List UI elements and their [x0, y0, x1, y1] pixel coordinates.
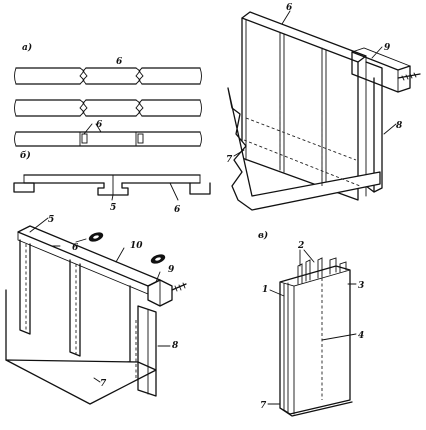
callout-5-bl: 5 [48, 215, 54, 225]
panel-a-board-profiles: a) 6 [14, 42, 202, 147]
callout-5-b: 5 [110, 203, 116, 213]
panel-v-label: в) [258, 230, 268, 241]
callout-9-tr: 9 [384, 43, 391, 53]
callout-6-bl: 6 [72, 243, 79, 253]
callout-4-v: 4 [358, 331, 364, 341]
callout-7-v: 7 [260, 401, 267, 411]
callout-6-tr: 6 [286, 3, 293, 13]
callout-3-v: 3 [358, 281, 364, 291]
panel-top-right-assembly: 6 9 8 7 [226, 3, 421, 211]
panel-bottom-left-assembly: 5 6 10 9 8 7 [5, 215, 187, 405]
callout-7-bl: 7 [100, 379, 107, 389]
panel-v-folded-stack: в) 2 1 3 4 7 [258, 230, 364, 417]
panel-b-board-section: б) 5 6 [13, 150, 211, 215]
callout-6-a-top: 6 [116, 57, 123, 67]
callout-8-bl: 8 [172, 341, 179, 351]
callout-8-tr: 8 [396, 121, 403, 131]
board-row-2 [14, 99, 202, 117]
callout-1-v: 1 [262, 285, 268, 295]
callout-10-bl: 10 [130, 241, 143, 251]
callout-7-tr: 7 [226, 155, 233, 165]
board-row-1 [14, 67, 202, 85]
callout-6-a-bottom: 6 [96, 120, 103, 130]
callout-6-b: 6 [174, 205, 181, 215]
panel-a-label: a) [22, 42, 32, 53]
panel-b-label: б) [20, 150, 31, 161]
board-row-3 [14, 123, 202, 147]
callout-9-bl: 9 [168, 265, 175, 275]
callout-2-v: 2 [297, 241, 304, 251]
